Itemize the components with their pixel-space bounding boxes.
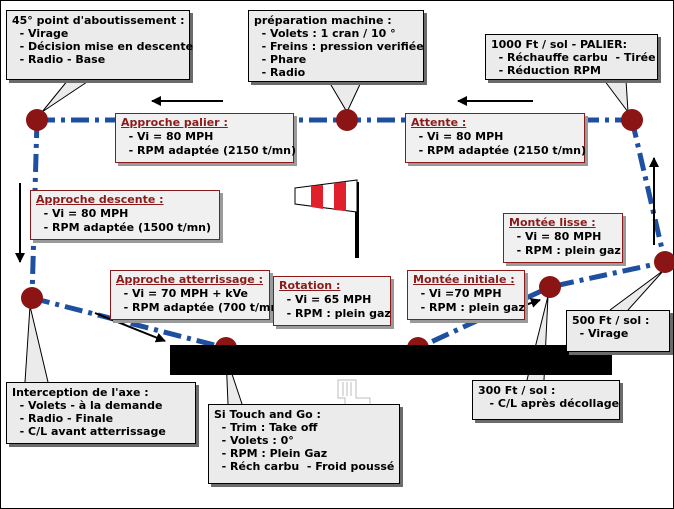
box-line: - Virage	[572, 327, 629, 340]
box-line: - Freins : pression verifiée	[254, 40, 424, 53]
phase-title: Approche descente :	[36, 193, 164, 206]
base-leg	[29, 119, 40, 299]
phase-title: Attente :	[411, 116, 467, 129]
point-500ft	[654, 251, 674, 273]
box-touch-and-go: Si Touch and Go : - Trim : Take off - Vo…	[208, 404, 400, 484]
circuit-path	[29, 117, 668, 351]
box-title: Si Touch and Go :	[214, 408, 321, 421]
phase-line: - RPM : plein gaz	[279, 307, 391, 320]
point-interception	[21, 287, 43, 309]
box-line: - C/L avant atterrissage	[12, 425, 166, 438]
phase-line: - RPM adaptée (2150 t/mn)	[121, 144, 297, 157]
phase-line: - Vi = 65 MPH	[279, 293, 372, 306]
phase-line: - Vi = 80 MPH	[509, 230, 602, 243]
box-line: - Radio - Base	[12, 53, 106, 66]
box-title: 45° point d'aboutissement :	[12, 14, 185, 27]
phase-line: - RPM : plein gaz	[413, 301, 525, 314]
point-1000ft	[621, 109, 643, 131]
phase-line: - Vi = 80 MPH	[121, 130, 214, 143]
phase-line: - Vi = 80 MPH	[36, 207, 129, 220]
arrow-final	[94, 312, 166, 343]
box-title: 500 Ft / sol :	[572, 314, 650, 327]
box-line: - Volets : 0°	[214, 434, 294, 447]
box-45deg-point: 45° point d'aboutissement : - Virage - D…	[6, 10, 194, 80]
phase-title: Approche atterrissage :	[116, 273, 263, 286]
phase-line: - Vi = 70 MPH + kVe	[116, 287, 248, 300]
phase-line: - RPM adaptée (700 t/mn)	[116, 301, 284, 314]
crosswind-leg	[629, 119, 668, 263]
point-preparation	[336, 109, 358, 131]
phase-line: - RPM adaptée (1500 t/mn)	[36, 221, 212, 234]
phase-line: - RPM : plein gaz	[509, 244, 621, 257]
phase-montee-initiale: Montée initiale : - Vi =70 MPH - RPM : p…	[407, 270, 525, 320]
box-line: - Décision mise en descente	[12, 40, 194, 53]
box-line: - Réch carbu - Froid poussé	[214, 460, 395, 473]
box-line: - C/L après décollage	[478, 397, 620, 410]
box-line: - RPM : Plein Gaz	[214, 447, 328, 460]
phase-attente: Attente : - Vi = 80 MPH - RPM adaptée (2…	[405, 113, 587, 163]
phase-line: - Vi =70 MPH	[413, 287, 502, 300]
box-title: préparation machine :	[254, 14, 392, 27]
box-1000ft-palier: 1000 Ft / sol - PALIER: - Réchauffe carb…	[485, 34, 658, 80]
box-line: - Réchauffe carbu - Tirée	[491, 51, 656, 64]
phase-line: - Vi = 80 MPH	[411, 130, 504, 143]
phase-title: Montée initiale :	[413, 273, 515, 286]
box-line: - Radio - Finale	[12, 412, 114, 425]
phase-title: Montée lisse :	[509, 216, 596, 229]
phase-approche-descente: Approche descente : - Vi = 80 MPH - RPM …	[30, 190, 220, 240]
phase-line: - RPM adaptée (2150 t/mn)	[411, 144, 587, 157]
box-line: - Réduction RPM	[491, 64, 601, 77]
phase-rotation: Rotation : - Vi = 65 MPH - RPM : plein g…	[273, 276, 391, 326]
phase-approche-palier: Approche palier : - Vi = 80 MPH - RPM ad…	[115, 113, 297, 163]
point-45deg	[26, 109, 48, 131]
box-preparation-machine: préparation machine : - Volets : 1 cran …	[248, 10, 424, 82]
point-300ft	[539, 276, 561, 298]
box-line: - Volets : 1 cran / 10 °	[254, 27, 396, 40]
box-line: - Volets - à la demande	[12, 399, 163, 412]
box-title: Interception de l'axe :	[12, 386, 149, 399]
box-500ft: 500 Ft / sol : - Virage	[566, 310, 670, 352]
phase-montee-lisse: Montée lisse : - Vi = 80 MPH - RPM : ple…	[503, 213, 623, 263]
box-line: - Radio	[254, 66, 306, 79]
phase-title: Approche palier :	[121, 116, 228, 129]
box-line: - Phare	[254, 53, 307, 66]
box-line: - Trim : Take off	[214, 421, 318, 434]
box-line: - Virage	[12, 27, 69, 40]
phase-approche-atterrissage: Approche atterrissage : - Vi = 70 MPH + …	[110, 270, 284, 320]
box-title: 1000 Ft / sol - PALIER:	[491, 38, 628, 51]
direction-arrows	[15, 96, 659, 343]
runway	[170, 345, 612, 375]
box-interception-axe: Interception de l'axe : - Volets - à la …	[6, 382, 196, 444]
phase-title: Rotation :	[279, 279, 341, 292]
box-title: 300 Ft / sol :	[478, 384, 556, 397]
box-300ft: 300 Ft / sol : - C/L après décollage	[472, 380, 620, 420]
callout-pointers	[24, 79, 665, 405]
windsock-icon	[294, 179, 359, 258]
